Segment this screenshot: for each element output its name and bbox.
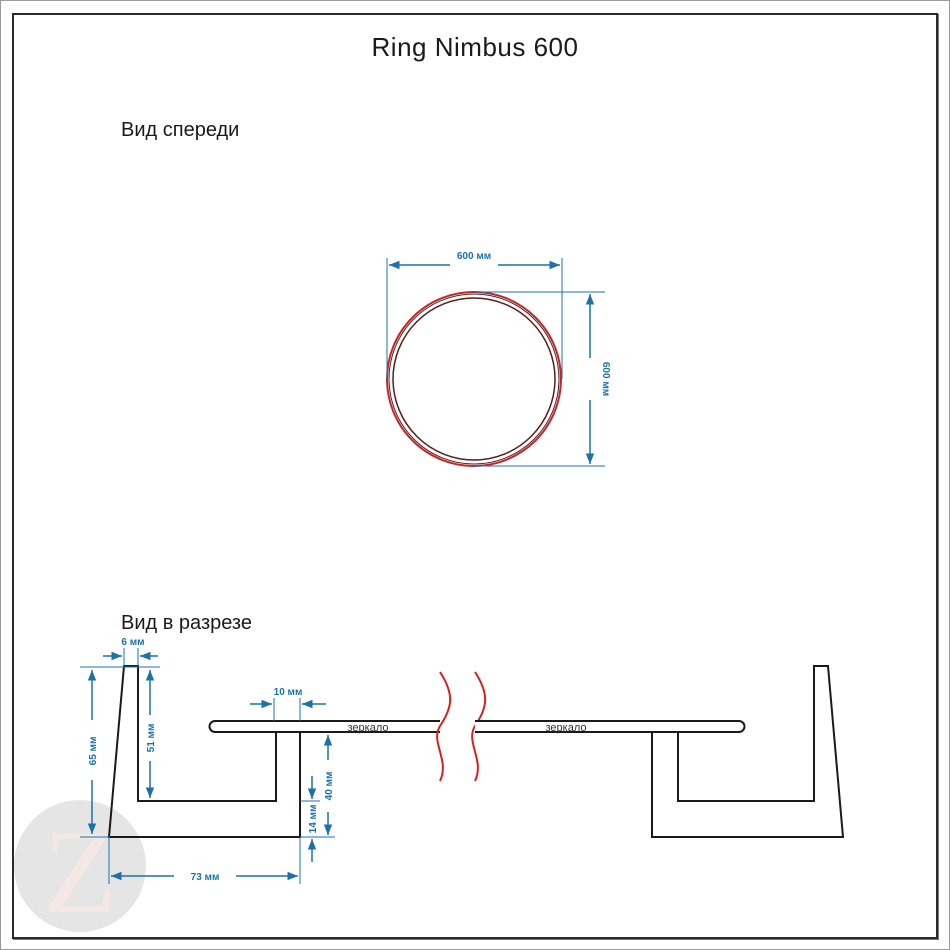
mirror-right: зеркало <box>475 720 746 734</box>
section-right-profile <box>651 665 845 838</box>
dim-top-width: 6 мм <box>103 637 158 666</box>
drawing-frame <box>12 13 938 939</box>
mirror-label-right: зеркало <box>546 722 587 734</box>
dim-base-thickness: 14 мм <box>307 776 319 862</box>
dim-total-height-label: 65 мм <box>88 737 99 766</box>
front-view-heading: Вид спереди <box>121 119 240 141</box>
break-line-right <box>471 671 487 782</box>
dim-mirror-offset: 40 мм <box>300 735 335 838</box>
dim-depth-label: 73 мм <box>191 872 220 883</box>
mirror-label-left: зеркало <box>348 722 389 734</box>
drawing-title: Ring Nimbus 600 <box>371 32 579 62</box>
front-width-label: 600 мм <box>457 251 491 262</box>
dim-gap-label: 10 мм <box>274 687 303 698</box>
watermark-circle <box>14 800 146 932</box>
front-width-dimension: 600 мм <box>386 251 563 379</box>
watermark-letter: Z <box>43 805 116 938</box>
dim-top-width-label: 6 мм <box>121 637 144 648</box>
ring-inner-edge <box>392 297 556 461</box>
dim-base-thickness-label: 14 мм <box>308 805 319 834</box>
front-height-dimension: 600 мм <box>474 291 611 467</box>
break-line-left <box>436 671 452 782</box>
watermark: Z <box>14 800 146 938</box>
dim-inner-height-label: 51 мм <box>146 724 157 753</box>
section-view-heading: Вид в разрезе <box>121 612 252 634</box>
dim-depth: 73 мм <box>108 837 301 884</box>
dim-gap: 10 мм <box>250 687 326 721</box>
dim-total-height: 65 мм <box>80 666 160 838</box>
front-view-ring <box>386 291 562 467</box>
section-left-profile <box>107 665 301 838</box>
dim-mirror-offset-label: 40 мм <box>324 772 335 801</box>
ring-outer-edge <box>386 291 562 467</box>
mirror-left: зеркало <box>208 720 440 734</box>
ring-outer-edge-dark <box>388 293 560 465</box>
dim-inner-height: 51 мм <box>145 670 157 798</box>
front-height-label: 600 мм <box>600 362 611 396</box>
break-lines <box>436 671 487 782</box>
